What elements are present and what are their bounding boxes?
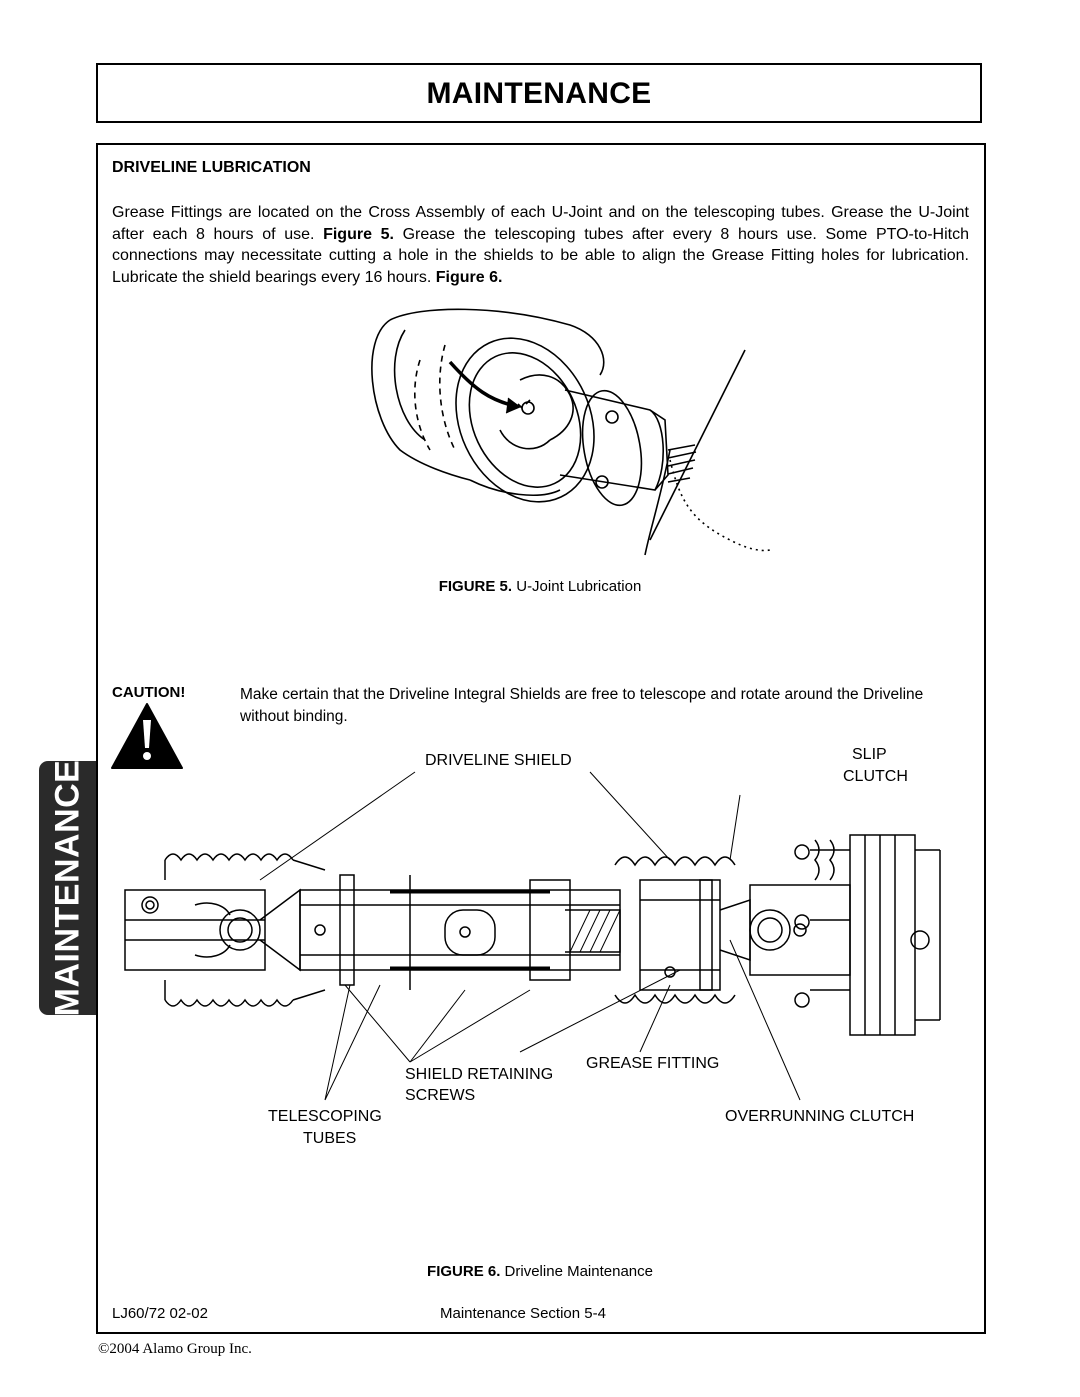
caution-text: Make certain that the Driveline Integral… [240, 686, 924, 725]
figure-6-reference: Figure 6. [435, 268, 503, 286]
page-title: MAINTENANCE [426, 77, 652, 110]
label-tubes: TUBES [303, 1130, 357, 1147]
caution-label: CAUTION! [112, 684, 186, 701]
footer-model: LJ60/72 02-02 [112, 1305, 208, 1322]
figure-6-caption: FIGURE 6. Driveline Maintenance [427, 1263, 653, 1280]
label-grease-fitting: GREASE FITTING [586, 1055, 720, 1072]
footer-section: Maintenance Section 5-4 [440, 1305, 606, 1322]
copyright: ©2004 Alamo Group Inc. [98, 1341, 252, 1357]
driveline-illustration [124, 771, 941, 1101]
label-overrunning-clutch: OVERRUNNING CLUTCH [725, 1108, 915, 1125]
label-screws: SCREWS [405, 1087, 476, 1104]
label-shield-retaining: SHIELD RETAINING [405, 1066, 554, 1083]
label-telescoping: TELESCOPING [268, 1108, 382, 1125]
u-joint-illustration [371, 308, 770, 556]
side-tab-label: MAINTENANCE [48, 761, 86, 1015]
lubrication-paragraph: Grease Fittings are located on the Cross… [112, 204, 969, 286]
figure-5-caption: FIGURE 5. U-Joint Lubrication [438, 578, 642, 595]
figure-5-reference: Figure 5. [323, 225, 394, 243]
warning-triangle-icon [111, 703, 183, 769]
label-clutch: CLUTCH [843, 768, 908, 785]
content-frame [96, 143, 986, 1334]
label-driveline-shield: DRIVELINE SHIELD [425, 752, 572, 769]
title-box: MAINTENANCE [96, 63, 982, 123]
section-side-tab: MAINTENANCE [39, 761, 96, 1015]
label-slip: SLIP [852, 746, 887, 763]
section-heading: DRIVELINE LUBRICATION [112, 159, 311, 176]
